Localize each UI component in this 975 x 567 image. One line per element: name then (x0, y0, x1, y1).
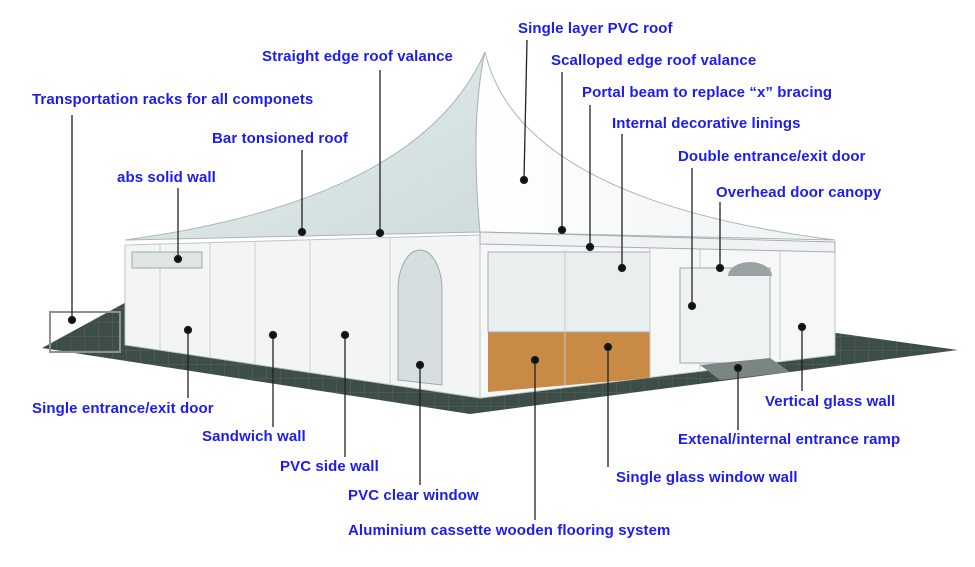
label-internal-linings: Internal decorative linings (612, 115, 801, 132)
label-double-door: Double entrance/exit door (678, 148, 866, 165)
transport-rack (49, 311, 121, 353)
label-single-layer-pvc-roof: Single layer PVC roof (518, 20, 673, 37)
label-vertical-glass-wall: Vertical glass wall (765, 393, 896, 410)
label-pvc-clear-window: PVC clear window (348, 487, 479, 504)
double-door (679, 267, 771, 364)
scalloped-valance (479, 231, 836, 253)
wooden-floor (488, 318, 650, 392)
label-pvc-side-wall: PVC side wall (280, 458, 379, 475)
label-transportation-racks: Transportation racks for all componets (32, 91, 314, 108)
glass-opening (487, 251, 651, 333)
arched-window (397, 249, 443, 386)
label-sandwich-wall: Sandwich wall (202, 428, 306, 445)
label-flooring-system: Aluminium cassette wooden flooring syste… (348, 522, 671, 539)
label-overhead-canopy: Overhead door canopy (716, 184, 882, 201)
leader-lines (67, 39, 807, 520)
label-straight-edge-valance: Straight edge roof valance (262, 48, 453, 65)
label-entrance-ramp: Extenal/internal entrance ramp (678, 431, 901, 448)
abs-wall-windows (131, 251, 203, 269)
label-single-door: Single entrance/exit door (32, 400, 214, 417)
label-portal-beam: Portal beam to replace “x” bracing (582, 84, 833, 101)
label-bar-tensioned-roof: Bar tonsioned roof (212, 130, 348, 147)
label-scalloped-edge-valance: Scalloped edge roof valance (551, 52, 757, 69)
label-single-glass-wall: Single glass window wall (616, 469, 798, 486)
door-canopy (728, 262, 772, 276)
ramp (700, 358, 790, 380)
roof-right (475, 51, 836, 241)
label-abs-solid-wall: abs solid wall (117, 169, 216, 186)
